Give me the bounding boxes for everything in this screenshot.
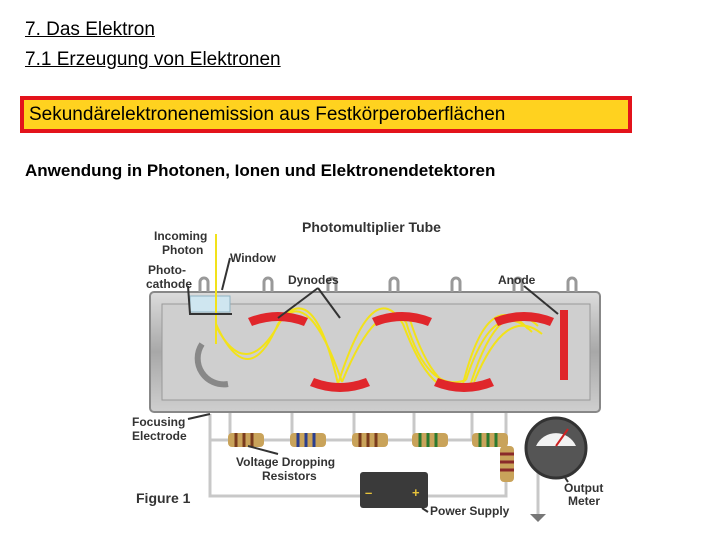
label-power-supply: Power Supply [430,504,510,518]
label-resistors-1: Voltage Dropping [236,455,335,469]
section-heading: 7. Das Elektron [25,19,155,41]
label-anode: Anode [498,273,536,287]
label-window: Window [230,251,277,265]
label-resistors-2: Resistors [262,469,317,483]
ground-icon [530,514,546,522]
figure-caption: Figure 1 [136,490,191,506]
photomultiplier-diagram: – + Incoming Photon Window Photo- cathod… [128,214,612,526]
svg-text:Focusing Electrode: Focusing Electrode [132,415,189,443]
label-output-meter-2: Meter [568,494,600,508]
subsection-heading: 7.1 Erzeugung von Elektronen [25,49,281,71]
label-tube-title: Photomultiplier Tube [302,219,441,235]
label-incoming-photon-1: Incoming [154,229,207,243]
label-focusing-1: Focusing [132,415,185,429]
battery-minus: – [365,485,372,500]
label-photocathode-1: Photo- [148,263,186,277]
svg-text:Output Meter: Output Meter [564,481,607,508]
svg-text:Incoming Photon: Incoming Photon [154,229,211,257]
label-photocathode-2: cathode [146,277,192,291]
svg-text:Photo- cathode: Photo- cathode [146,263,192,291]
subtitle: Anwendung in Photonen, Ionen und Elektro… [25,161,495,181]
highlight-text: Sekundärelektronenemission aus Festkörpe… [29,104,505,126]
output-meter [526,418,586,478]
svg-text:Voltage Dropping Resistors: Voltage Dropping Resistors [236,455,338,483]
battery-plus: + [412,485,420,500]
label-dynodes: Dynodes [288,273,339,287]
label-output-meter-1: Output [564,481,603,495]
label-focusing-2: Electrode [132,429,187,443]
anode [560,310,568,380]
label-incoming-photon-2: Photon [162,243,203,257]
highlight-box: Sekundärelektronenemission aus Festkörpe… [20,96,632,133]
window [190,296,230,312]
